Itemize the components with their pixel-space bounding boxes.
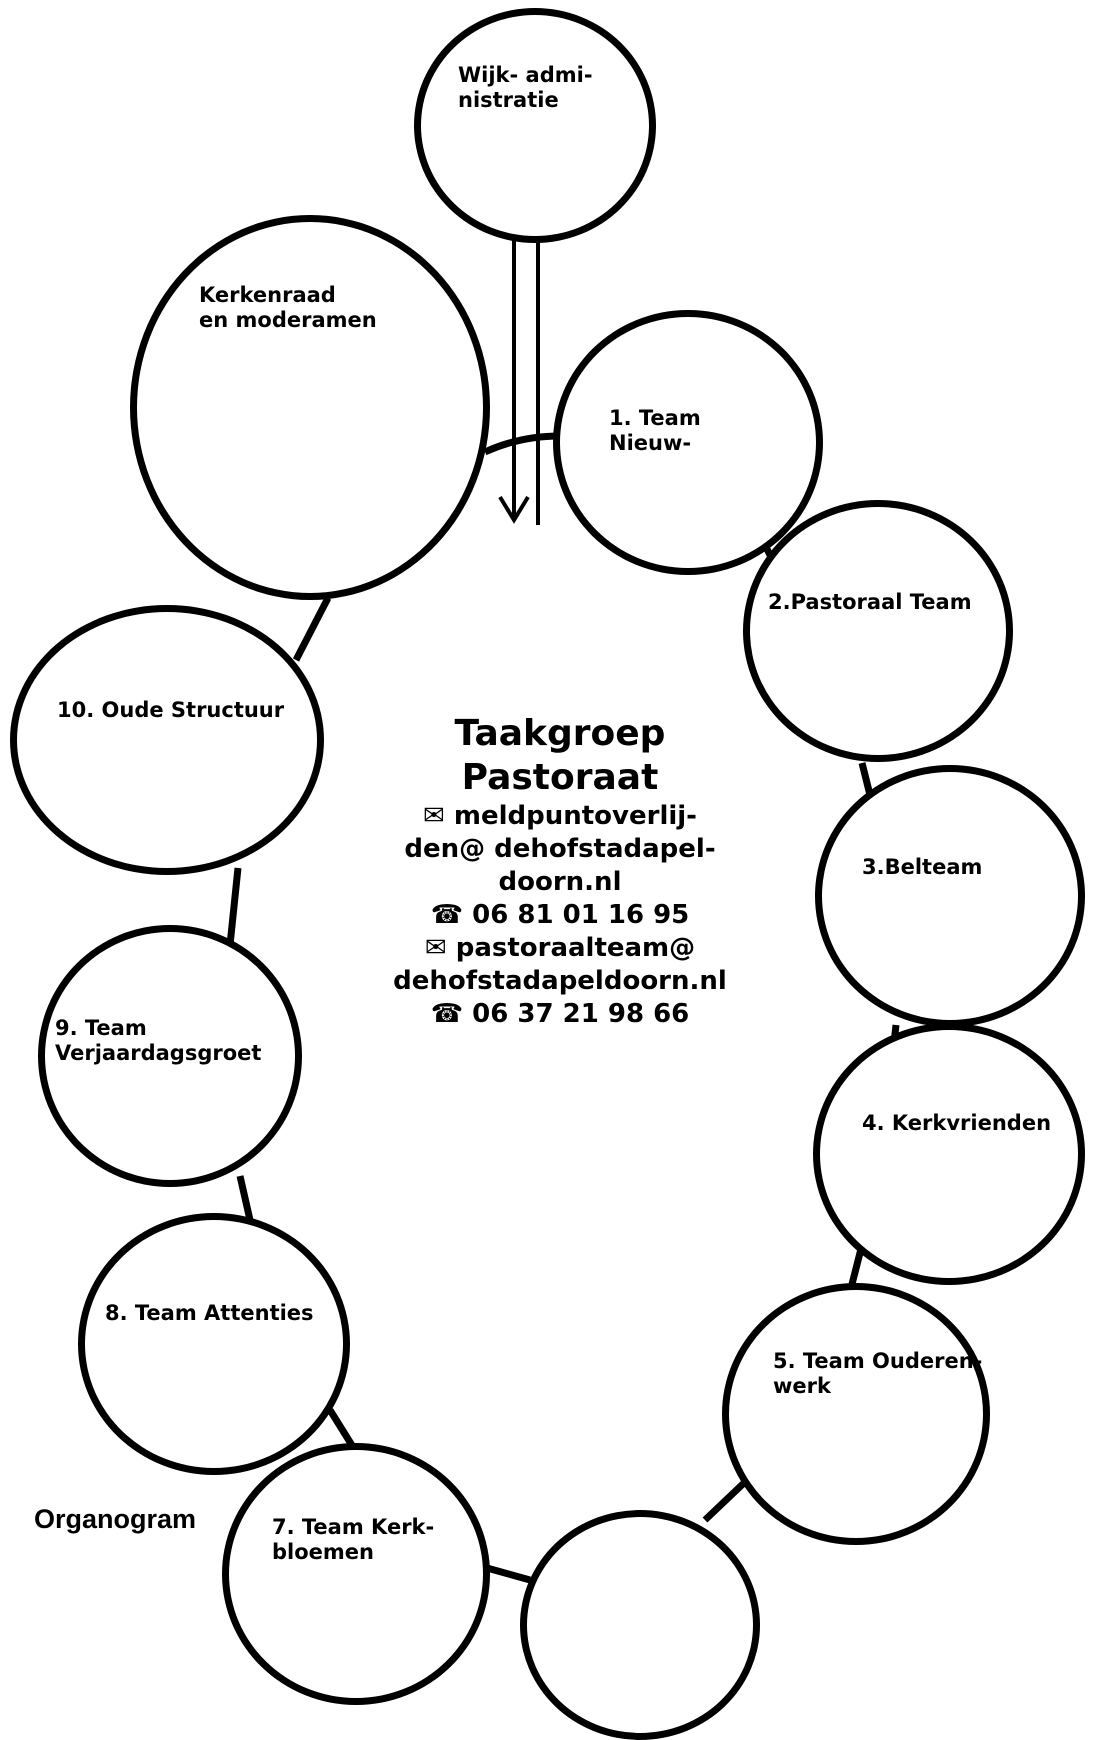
link-team7-team6 (486, 1564, 531, 1584)
envelope-icon: ✉ (423, 801, 445, 831)
connector-lines (226, 193, 900, 1584)
email-line-2: ✉ pastoraalteam@ (370, 932, 750, 965)
telephone-icon: ☎ (430, 999, 464, 1029)
label-team3: 3.Belteam (862, 855, 983, 879)
email-line-1: ✉ meldpuntoverlij- (370, 800, 750, 833)
label-team8: 8. Team Attenties (105, 1301, 314, 1325)
phone1-number[interactable]: 06 81 01 16 95 (472, 900, 690, 930)
link-kerkenraad-team1 (483, 432, 561, 456)
node-team9 (38, 925, 302, 1187)
email2-part2[interactable]: dehofstadapeldoorn.nl (393, 966, 727, 996)
node-team8 (78, 1213, 350, 1475)
center-title-1: Taakgroep (454, 713, 666, 754)
link-team10-team9 (226, 867, 242, 946)
organogram-caption: Organogram (34, 1504, 197, 1534)
email1-part2[interactable]: den@ dehofstadapel- (404, 834, 716, 864)
link-team5-team6 (702, 1479, 748, 1523)
label-team10: 10. Oude Structuur (57, 698, 285, 722)
node-team10 (10, 605, 324, 875)
link-kerkenraad-team10 (292, 596, 332, 662)
phone-line-1: ☎ 06 81 01 16 95 (370, 899, 750, 932)
email1-part3[interactable]: doorn.nl (498, 867, 622, 897)
link-team9-team8 (236, 1175, 254, 1221)
email2-part1[interactable]: pastoraalteam@ (455, 933, 696, 963)
label-team4: 4. Kerkvrienden (862, 1111, 1052, 1135)
node-team4 (813, 1023, 1085, 1285)
link-team2-team3 (858, 762, 874, 796)
phone2-number[interactable]: 06 37 21 98 66 (472, 999, 690, 1029)
label-team9: 9. Team Verjaardagsgroet (55, 1016, 262, 1065)
center-title-2: Pastoraat (461, 757, 659, 798)
node-team1 (553, 310, 823, 575)
label-team5: 5. Team Ouderen- werk (773, 1349, 983, 1398)
email1-part1[interactable]: meldpuntoverlij- (453, 801, 697, 831)
label-team2: 2.Pastoraal Team (768, 590, 972, 614)
envelope-icon: ✉ (424, 933, 447, 963)
node-team3 (815, 765, 1085, 1027)
label-kerkenraad: Kerkenraad en moderamen (199, 283, 377, 332)
arrow-down-head (498, 495, 530, 524)
node-wijkadministratie (414, 8, 656, 243)
node-team6 (520, 1510, 760, 1740)
phone-line-2: ☎ 06 37 21 98 66 (370, 998, 750, 1031)
node-team7 (222, 1443, 490, 1705)
label-wijkadministratie: Wijk- admi- nistratie (458, 63, 593, 112)
telephone-icon: ☎ (430, 900, 464, 930)
center-info: Taakgroep Pastoraat ✉ meldpuntoverlij- d… (370, 712, 750, 1031)
label-team7: 7. Team Kerk- bloemen (272, 1515, 435, 1564)
node-kerkenraad (130, 215, 490, 600)
node-team5 (722, 1283, 990, 1545)
label-team1: 1. Team Nieuw- (609, 406, 701, 455)
node-team2 (743, 500, 1013, 762)
